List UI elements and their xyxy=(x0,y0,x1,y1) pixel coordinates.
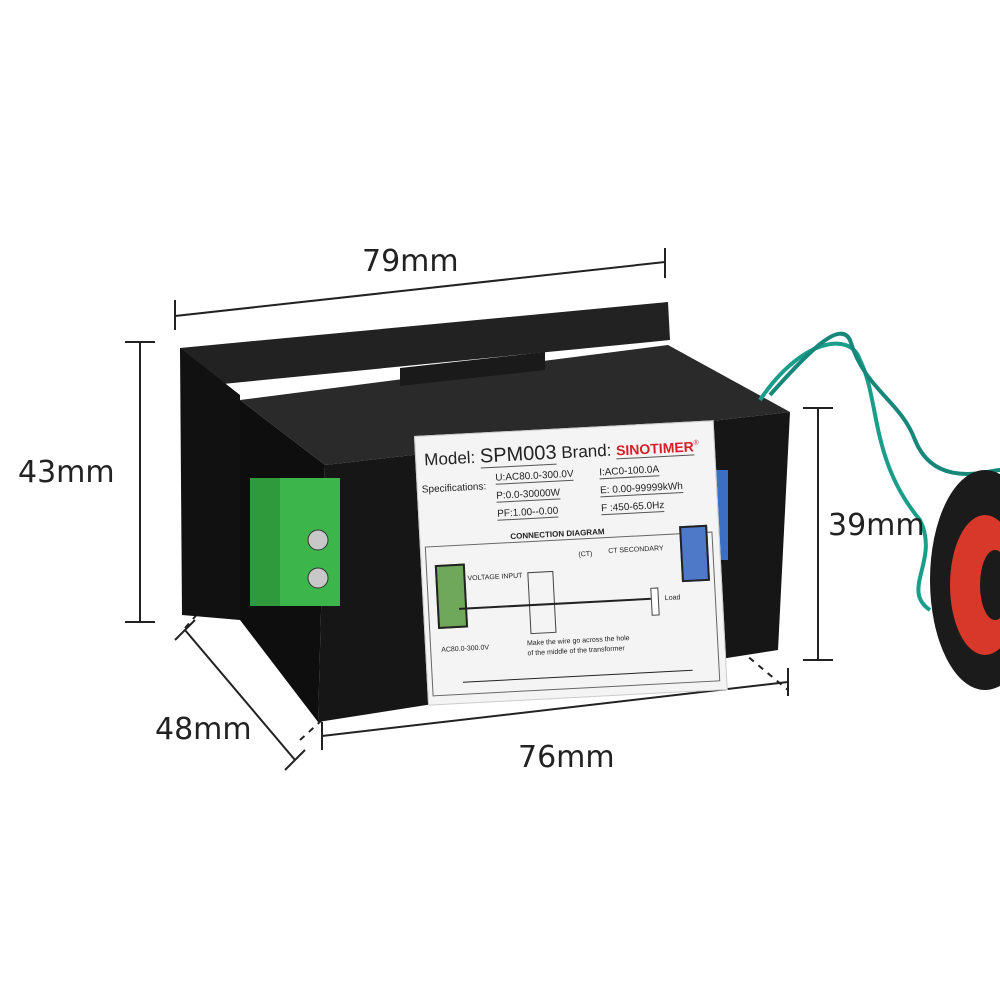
dim-line-48 xyxy=(184,629,296,761)
specs-label: Specifications: xyxy=(421,481,487,496)
dimension-depth: 48mm xyxy=(155,712,252,747)
connection-diagram: VOLTAGE INPUT (CT) CT SECONDARY Load AC8… xyxy=(424,524,721,697)
screw-icon xyxy=(307,567,329,589)
voltage-input-text: VOLTAGE INPUT xyxy=(467,572,523,583)
dim-line-79 xyxy=(174,261,666,317)
spec-energy: E: 0.00-99999kWh xyxy=(599,481,684,498)
screw-icon xyxy=(307,529,329,551)
spec-label: Model: SPM003 Brand: SINOTIMER® Specific… xyxy=(414,420,728,706)
dimension-lines xyxy=(125,248,833,771)
model-label: Model: xyxy=(423,447,476,470)
housing-slot xyxy=(400,352,545,386)
spec-power: P:0.0-30000W xyxy=(495,487,561,503)
spec-frequency: F :450-65.0Hz xyxy=(600,500,665,516)
voltage-range-text: AC80.0-300.0V xyxy=(441,644,490,654)
registered-mark: ® xyxy=(693,439,699,447)
wire xyxy=(758,341,932,612)
brand-label: Brand: xyxy=(560,440,612,463)
current-transformer-coil xyxy=(930,470,1000,690)
housing-top xyxy=(240,345,790,465)
dimension-height-left: 43mm xyxy=(18,455,115,490)
ct-secondary-text: CT SECONDARY xyxy=(608,545,664,555)
wire xyxy=(768,331,1000,476)
front-bezel xyxy=(180,302,670,388)
ct-text: (CT) xyxy=(578,550,593,559)
spec-voltage: U:AC80.0-300.0V xyxy=(495,468,574,485)
dimension-width-top: 79mm xyxy=(362,244,459,279)
diagram-voltage-terminal xyxy=(434,563,469,630)
diagram-wire xyxy=(459,597,659,610)
diagram-load xyxy=(650,587,660,616)
diagram-wire xyxy=(462,669,693,683)
model-value: SPM003 xyxy=(479,441,558,469)
spec-power-factor: PF:1.00--0.00 xyxy=(496,505,559,521)
spec-current: I:AC0-100.0A xyxy=(598,464,660,480)
brand-value: SINOTIMER xyxy=(615,438,695,460)
bezel-side xyxy=(180,348,240,620)
note-line-2: of the middle of the transformer xyxy=(527,645,625,658)
dimension-height-right: 39mm xyxy=(828,508,925,543)
voltage-terminal-block xyxy=(250,478,340,606)
load-text: Load xyxy=(664,594,681,603)
dim-line-76 xyxy=(321,681,789,737)
diagram-ct-terminal xyxy=(679,524,710,583)
dimension-width-bottom: 76mm xyxy=(518,740,615,775)
